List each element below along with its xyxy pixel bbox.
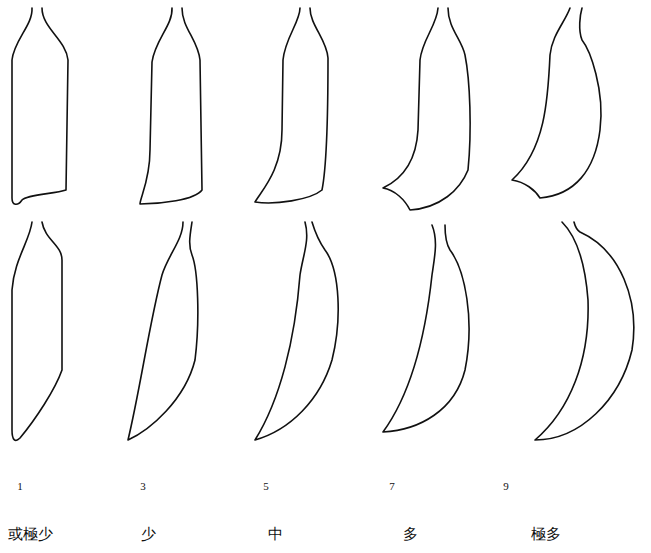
scale-term: 多 <box>403 526 418 543</box>
scale-number: 3 <box>140 480 146 492</box>
fruit-outline <box>535 222 634 440</box>
scale-number: 1 <box>17 480 23 492</box>
scale-term: 極多 <box>531 526 561 543</box>
fruit-outline <box>512 8 601 198</box>
scale-number: 9 <box>503 480 509 492</box>
fruit-outline <box>12 222 62 440</box>
scale-number: 5 <box>263 480 269 492</box>
fruit-outline <box>383 8 470 210</box>
fruit-outline <box>383 225 469 432</box>
scale-term: 少 <box>141 526 156 543</box>
fruit-outline <box>140 8 202 204</box>
fruit-outline <box>128 222 198 440</box>
scale-term: 或極少 <box>8 526 53 543</box>
scale-number: 7 <box>389 480 395 492</box>
scale-term: 中 <box>268 526 283 543</box>
fruit-outline <box>255 8 328 203</box>
fruit-outline <box>12 8 68 204</box>
fruit-outline <box>255 222 338 440</box>
